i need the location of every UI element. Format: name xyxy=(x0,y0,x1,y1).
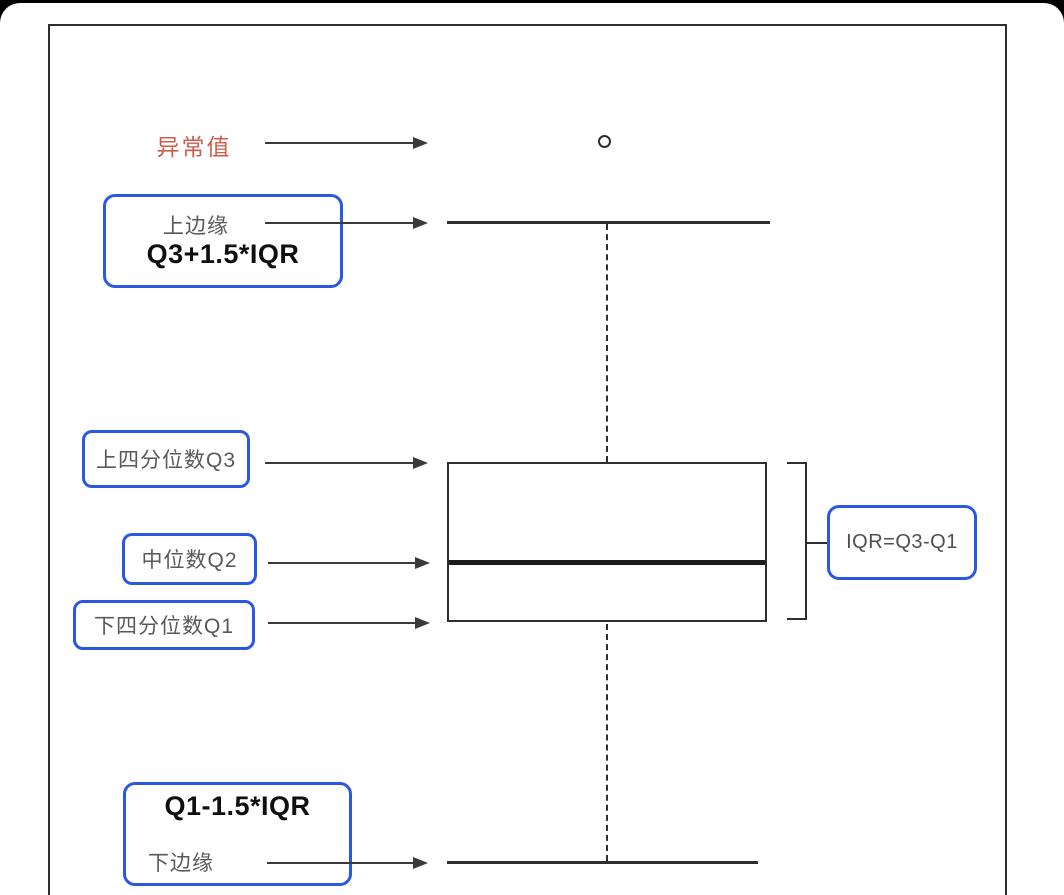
upper-quartile-label: 上四分位数Q3 xyxy=(95,449,236,472)
lower-dashed-stem xyxy=(606,624,608,861)
upper-quartile-callout: 上四分位数Q3 xyxy=(82,430,250,488)
upper-edge-label: 上边缘 xyxy=(163,215,229,238)
upper-edge-callout: 上边缘 Q3+1.5*IQR xyxy=(103,194,343,288)
lower-edge-callout: Q1-1.5*IQR 下边缘 xyxy=(123,782,352,886)
iqr-formula-label: IQR=Q3-Q1 xyxy=(846,531,958,553)
iqr-bracket xyxy=(787,462,807,620)
upper-dashed-stem xyxy=(606,224,608,462)
arrow-outlier-icon xyxy=(265,136,428,150)
arrow-lower-edge-icon xyxy=(267,856,428,870)
lower-quartile-label: 下四分位数Q1 xyxy=(93,615,234,638)
lower-edge-formula: Q1-1.5*IQR xyxy=(164,791,311,821)
upper-whisker-line xyxy=(447,221,770,224)
median-callout: 中位数Q2 xyxy=(122,533,257,585)
lower-edge-label: 下边缘 xyxy=(148,852,214,875)
arrow-lower-quartile-icon xyxy=(268,616,430,630)
arrow-median-icon xyxy=(268,556,430,570)
iqr-bracket-tick xyxy=(807,542,827,544)
arrow-upper-quartile-icon xyxy=(265,456,428,470)
lower-whisker-line xyxy=(447,861,758,864)
iqr-callout: IQR=Q3-Q1 xyxy=(827,505,977,580)
lower-quartile-callout: 下四分位数Q1 xyxy=(73,600,255,650)
boxplot-box xyxy=(447,462,767,622)
outlier-circle-icon xyxy=(598,135,611,148)
median-line xyxy=(449,560,765,565)
arrow-upper-edge-icon xyxy=(265,216,428,230)
upper-edge-formula: Q3+1.5*IQR xyxy=(146,239,300,269)
outlier-label: 异常值 xyxy=(156,134,232,160)
median-label: 中位数Q2 xyxy=(141,549,238,572)
